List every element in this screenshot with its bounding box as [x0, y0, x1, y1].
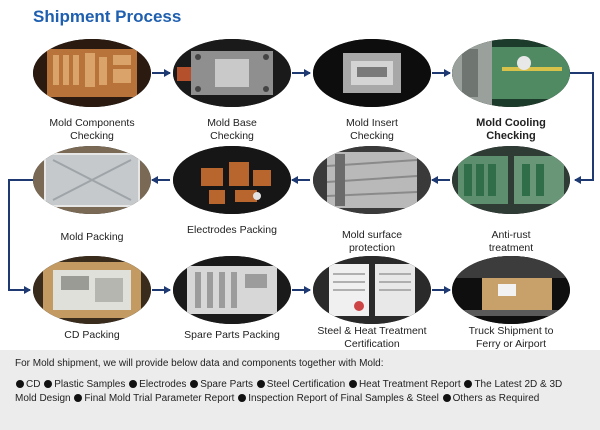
bullet-icon — [129, 380, 138, 388]
connector-left — [8, 179, 33, 294]
footer-item-list: CD Plastic Samples Electrodes Spare Part… — [15, 378, 585, 406]
connector-right — [570, 72, 594, 184]
mold-surface-protection-photo — [313, 146, 431, 214]
bullet-icon — [74, 394, 83, 402]
bullet-icon — [238, 394, 247, 402]
footer-item: Others as Required — [442, 393, 539, 404]
footer-item: Final Mold Trial Parameter Report — [73, 393, 234, 404]
footer-item: Spare Parts — [189, 379, 253, 390]
anti-rust-photo — [452, 146, 570, 214]
step-label-cd-packing: CD Packing — [64, 329, 120, 341]
footer-item: Plastic Samples — [43, 379, 125, 390]
bullet-icon — [256, 380, 265, 388]
step-label-anti-rust: Anti-rust treatment — [488, 229, 534, 254]
mold-packing-photo — [33, 146, 151, 214]
step-label-electrodes-packing: Electrodes Packing — [187, 224, 277, 236]
bullet-icon — [464, 380, 473, 388]
mold-base-photo — [173, 39, 291, 107]
mold-cooling-photo — [452, 39, 570, 107]
step-label-truck-shipment: Truck Shipment to Ferry or Airport — [468, 325, 554, 350]
footer-item: CD — [15, 379, 40, 390]
mold-insert-photo — [313, 39, 431, 107]
step-label-spare-parts-packing: Spare Parts Packing — [184, 329, 280, 341]
truck-shipment-photo — [452, 256, 570, 324]
footer-item: The Latest 2D & 3D Mold Design — [15, 379, 563, 404]
footer-item: Electrodes — [128, 379, 186, 390]
step-label-mold-base: Mold Base Checking — [207, 117, 257, 142]
mold-components-photo — [33, 39, 151, 107]
bullet-icon — [190, 380, 199, 388]
step-label-mold-components: Mold Components Checking — [49, 117, 135, 142]
footer-item: Inspection Report of Final Samples & Ste… — [237, 393, 439, 404]
footer-item: Steel Certification — [256, 379, 345, 390]
footer-intro: For Mold shipment, we will provide below… — [15, 358, 384, 369]
step-label-steel-certification: Steel & Heat Treatment Certification — [317, 325, 427, 350]
steel-certification-photo — [313, 256, 431, 324]
footer-item: Heat Treatment Report — [348, 379, 461, 390]
bullet-icon — [44, 380, 53, 388]
step-label-mold-cooling: Mold Cooling Checking — [476, 117, 546, 142]
shipment-data-footer: For Mold shipment, we will provide below… — [0, 350, 600, 430]
electrodes-packing-photo — [173, 146, 291, 214]
flow-connectors — [8, 69, 594, 294]
cd-packing-photo — [33, 256, 151, 324]
step-label-mold-surface: Mold surface protection — [341, 229, 403, 254]
bullet-icon — [442, 394, 451, 402]
page-title: Shipment Process — [33, 7, 182, 26]
bullet-icon — [16, 380, 24, 388]
step-label-mold-insert: Mold Insert Checking — [346, 117, 398, 142]
bullet-icon — [348, 380, 357, 388]
step-label-mold-packing: Mold Packing — [60, 231, 124, 243]
spare-parts-packing-photo — [173, 256, 291, 324]
